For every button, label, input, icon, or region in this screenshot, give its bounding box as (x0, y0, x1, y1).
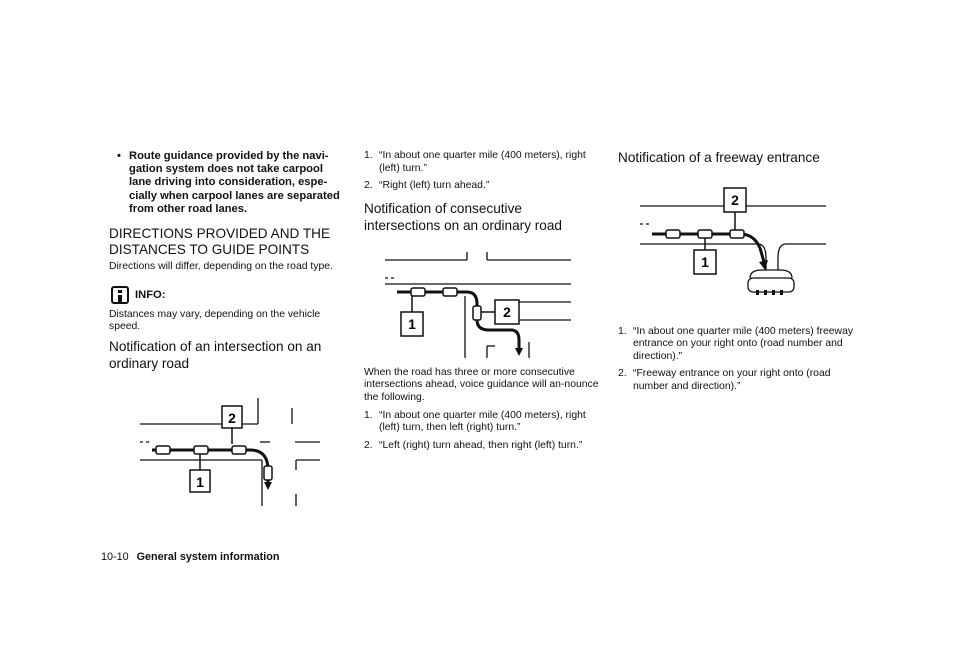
list-item: 2.“Right (left) turn ahead.” (364, 180, 490, 192)
carpool-warning: • Route guidance provided by the navi-ga… (109, 150, 345, 216)
consecutive-text: When the road has three or more consecut… (364, 366, 599, 403)
section-title: General system information (136, 551, 280, 563)
column-left: • Route guidance provided by the navi-ga… (109, 150, 345, 372)
info-icon (111, 285, 129, 304)
list-item: 1.“In about one quarter mile (400 meters… (364, 150, 586, 174)
info-block: INFO: (109, 280, 345, 304)
freeway-entrance-diagram: 2 1 (640, 187, 826, 295)
column-right: Notification of a freeway entrance 1.“In… (618, 150, 854, 393)
info-label: INFO: (135, 288, 166, 301)
column-middle: 1.“In about one quarter mile (400 meters… (364, 150, 600, 452)
list-item: 2.“Freeway entrance on your right onto (… (618, 368, 831, 392)
directions-text: Directions will differ, depending on the… (109, 261, 333, 273)
list-item: 1.“In about one quarter mile (400 meters… (618, 325, 854, 362)
intersection-steps: 1.“In about one quarter mile (400 meters… (364, 150, 600, 193)
page-number: 10-10 (101, 551, 129, 563)
heading-consecutive: Notification of consecutive intersection… (364, 200, 562, 233)
heading-directions: DIRECTIONS PROVIDED AND THE DISTANCES TO… (109, 226, 331, 257)
consecutive-steps: 1.“In about one quarter mile (400 meters… (364, 410, 600, 453)
diagram-label-1: 1 (196, 474, 204, 490)
diagram-label-2: 2 (228, 410, 236, 426)
page-footer: 10-10 General system information (101, 551, 279, 563)
diagram-label-1: 1 (701, 254, 709, 270)
diagram-label-2: 2 (503, 304, 511, 320)
consecutive-intersections-diagram: 2 1 (385, 252, 571, 358)
carpool-warning-text: Route guidance provided by the navi-gati… (129, 150, 340, 215)
list-item: 2.“Left (right) turn ahead, then right (… (364, 439, 583, 451)
list-item: 1.“In about one quarter mile (400 meters… (364, 409, 586, 434)
diagram-label-2: 2 (731, 192, 739, 208)
heading-freeway: Notification of a freeway entrance (618, 150, 820, 165)
info-text: Distances may vary, depending on the veh… (109, 308, 321, 333)
diagram-label-1: 1 (408, 316, 416, 332)
freeway-steps: 1.“In about one quarter mile (400 meters… (618, 326, 854, 394)
bullet-dot: • (117, 150, 121, 162)
heading-intersection: Notification of an intersection on an or… (109, 338, 322, 371)
intersection-diagram: 2 1 (140, 398, 320, 506)
